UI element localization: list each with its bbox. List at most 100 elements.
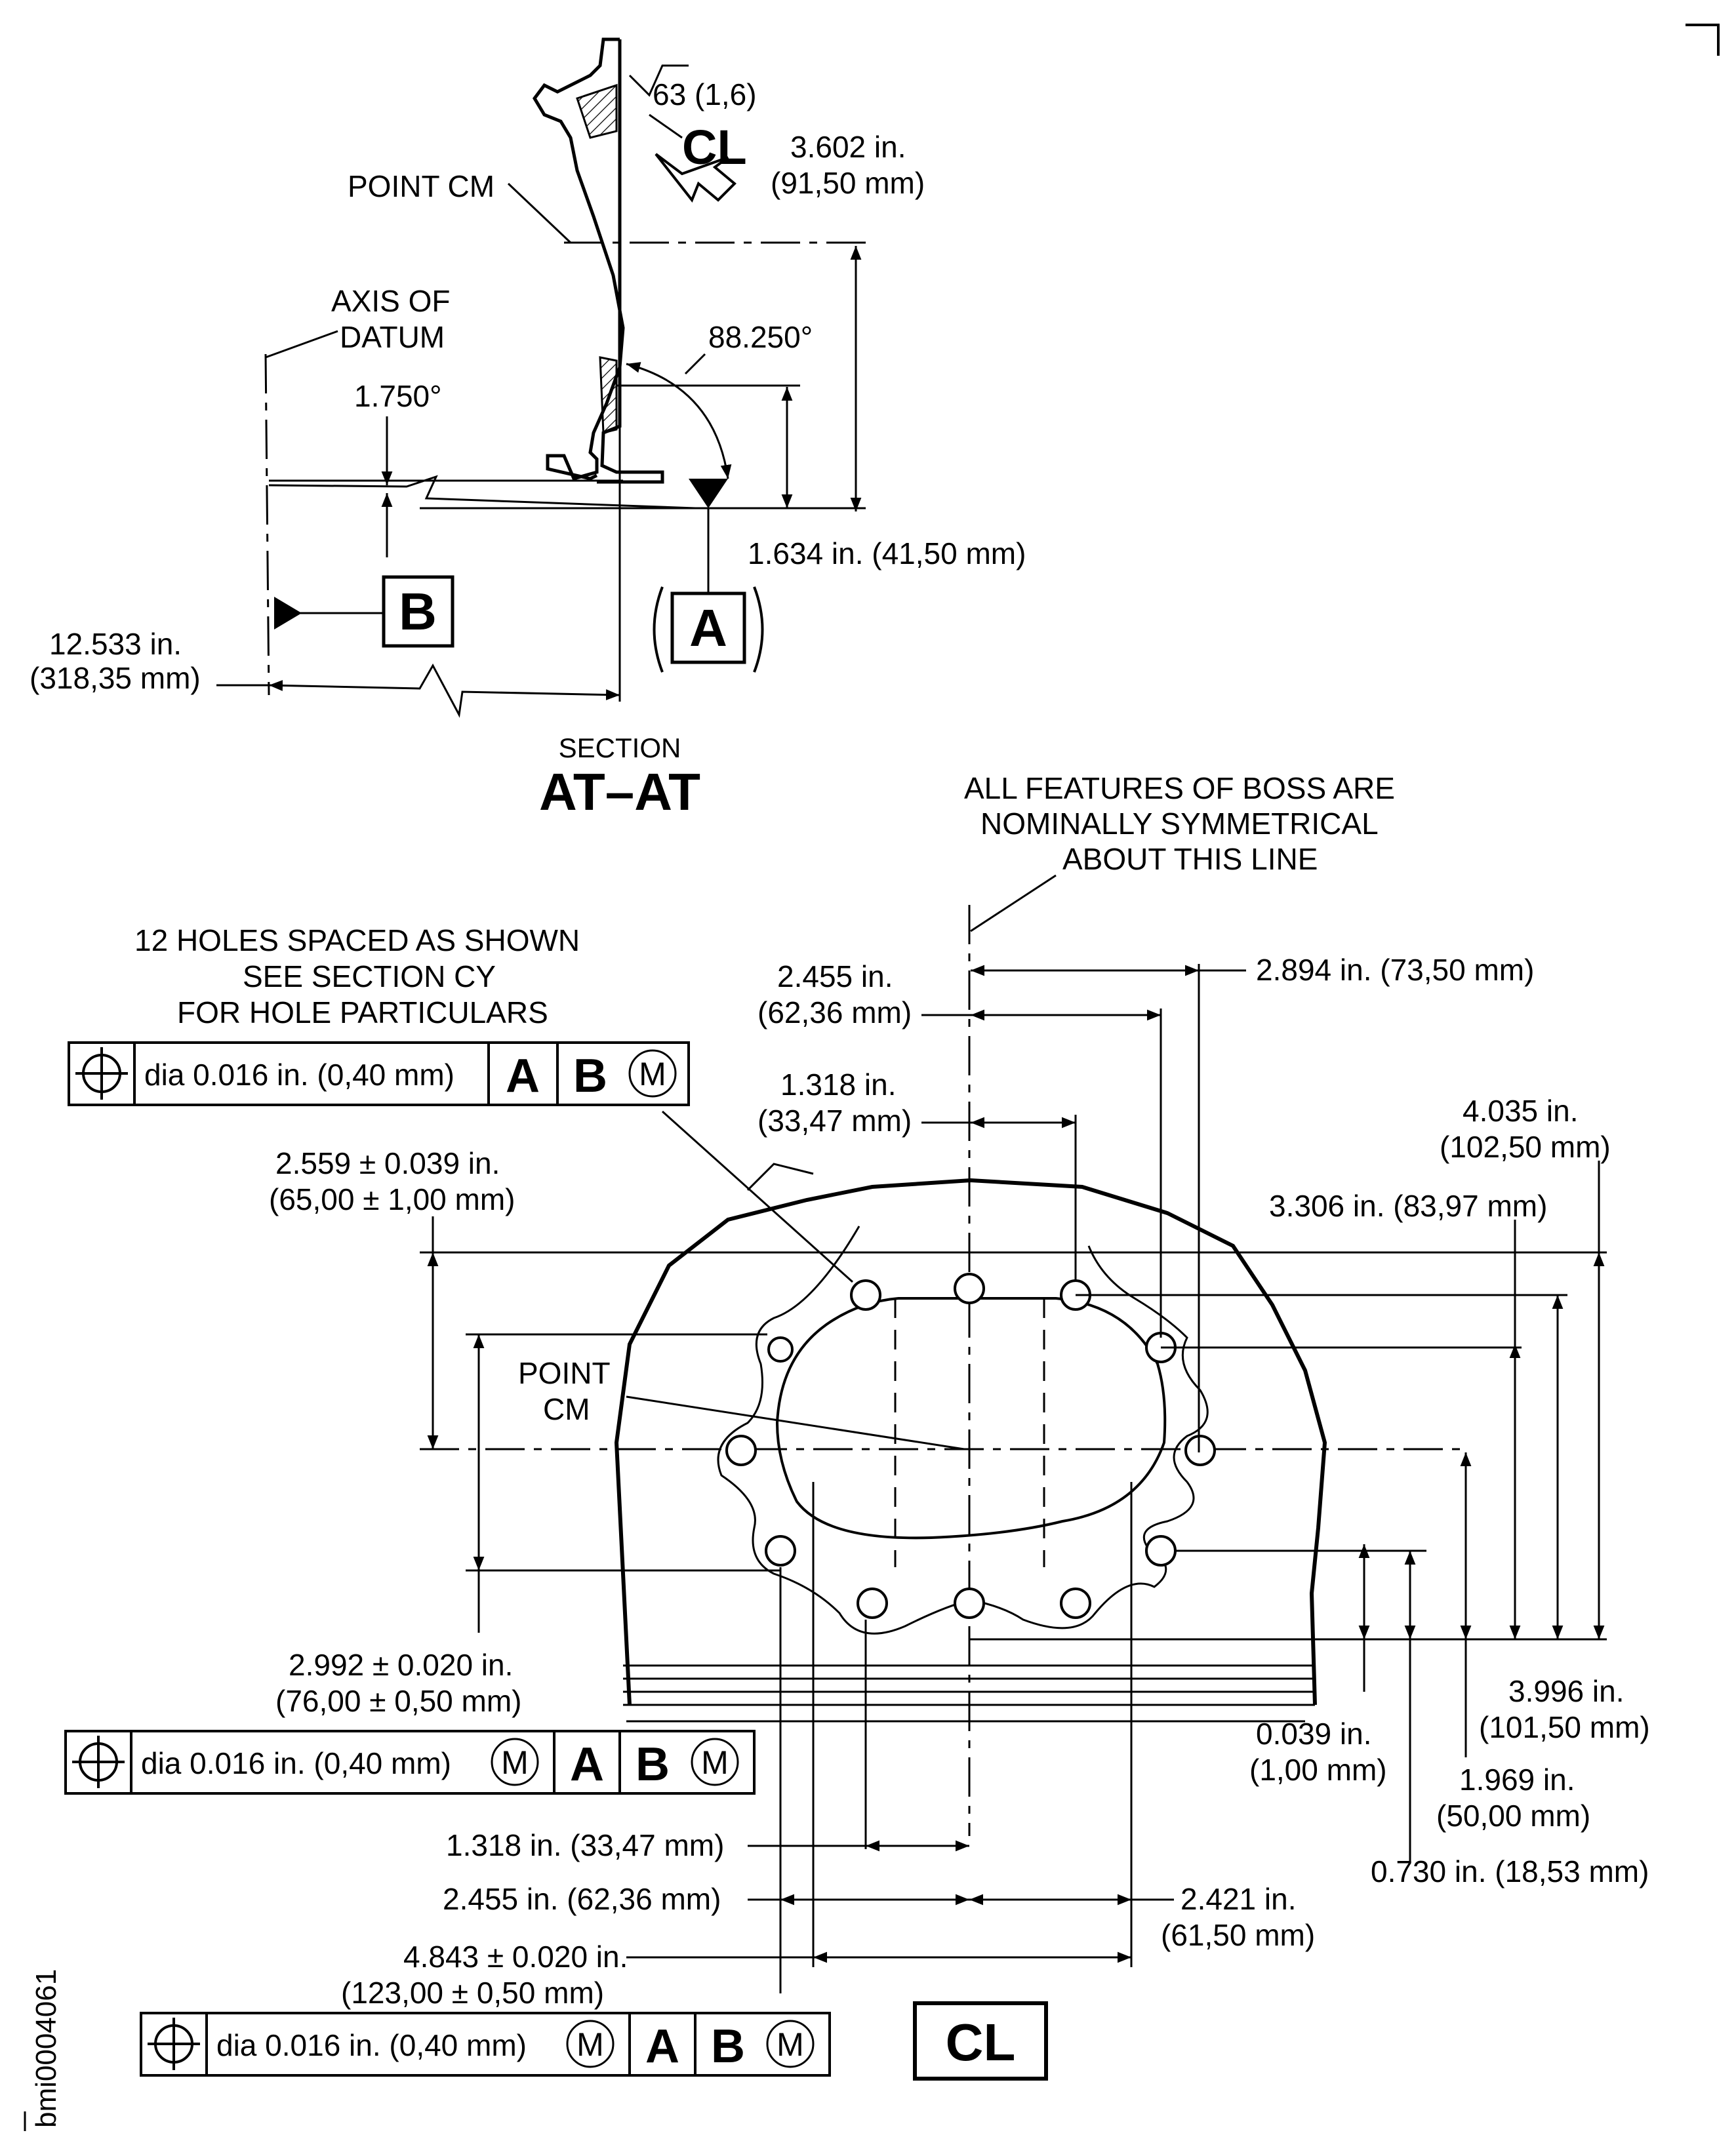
plan-view: ALL FEATURES OF BOSS ARE NOMINALLY SYMME… <box>134 771 1650 2081</box>
boss-outline <box>614 1178 1327 1706</box>
dim-3602-in: 3.602 in. <box>790 130 906 164</box>
fcf3-datum2-modifier: M <box>777 2026 804 2063</box>
drawing-id: bmi0004061 <box>30 1969 62 2128</box>
position-icon <box>75 1047 128 1100</box>
axis-of-datum-line <box>264 353 270 696</box>
angle-small-label: 1.750° <box>354 379 442 413</box>
fcf1-datum2: B <box>573 1050 607 1102</box>
dim-1318-top-in: 1.318 in. <box>780 1068 896 1102</box>
fcf2-modifier: M <box>501 1744 529 1781</box>
angle-large-label: 88.250° <box>708 320 813 354</box>
symmetry-note-line3: ABOUT THIS LINE <box>1062 842 1318 876</box>
hole <box>954 1273 985 1304</box>
dim-1969-in: 1.969 in. <box>1459 1763 1575 1797</box>
datum-a-triangle <box>689 479 728 508</box>
dim-4035-in: 4.035 in. <box>1463 1094 1578 1128</box>
inner-boss-boundary <box>717 1226 1209 1635</box>
dim-1969-mm: (50,00 mm) <box>1436 1799 1590 1833</box>
section-title-big: AT–AT <box>539 763 700 821</box>
angle-large-arc <box>626 362 732 479</box>
dim-1318-top-mm: (33,47 mm) <box>757 1104 912 1138</box>
dim-2559-mm: (65,00 ± 1,00 mm) <box>269 1182 515 1216</box>
dim-4843-in: 4.843 ± 0.020 in. <box>403 1940 628 1974</box>
feature-control-frame-2: dia 0.016 in. (0,40 mm) M A B M <box>64 1730 756 1795</box>
angle-leader <box>684 353 706 375</box>
point-cm-line1: POINT <box>518 1356 611 1390</box>
hole <box>954 1588 985 1619</box>
corner-mark <box>1686 24 1720 56</box>
surface-roughness-symbol <box>628 64 689 97</box>
dim-3306-label: 3.306 in. (83,97 mm) <box>1269 1189 1547 1223</box>
point-cm-line2: CM <box>543 1392 590 1426</box>
dim-3602-mm: (91,50 mm) <box>771 166 925 200</box>
fcf3-modifier: M <box>576 2026 604 2063</box>
hole <box>1184 1435 1216 1466</box>
fcf2-datum1: A <box>570 1738 604 1791</box>
dim-4843-mm: (123,00 ± 0,50 mm) <box>341 1976 604 2010</box>
section-at-at-view: 63 (1,6) CL POINT CM 3.602 in. (91,50 mm… <box>30 37 1026 821</box>
symmetry-leader <box>970 874 1057 932</box>
holes-note-line3: FOR HOLE PARTICULARS <box>177 995 548 1029</box>
fcf3-datum2: B <box>711 2020 745 2073</box>
fcf3-datum1: A <box>645 2020 679 2073</box>
symmetry-note-line1: ALL FEATURES OF BOSS ARE <box>964 771 1395 805</box>
boss-bottom-lines <box>623 1664 1315 1723</box>
fcf1-leader <box>661 1110 854 1283</box>
axis-of-datum-line2: DATUM <box>340 320 445 354</box>
hole <box>765 1535 796 1567</box>
dim-1318-bot: 1.318 in. (33,47 mm) <box>446 1828 724 1862</box>
hatched-section-top <box>576 83 618 139</box>
point-cm-label: POINT CM <box>348 169 495 203</box>
dim-12533-in: 12.533 in. <box>49 627 182 661</box>
hole <box>850 1279 881 1311</box>
cl-leader <box>649 113 683 139</box>
symmetry-note-line2: NOMINALLY SYMMETRICAL <box>980 807 1379 841</box>
hatched-section-lower <box>599 356 618 434</box>
datum-b-letter: B <box>399 582 437 641</box>
dim-12533-mm: (318,35 mm) <box>30 661 201 695</box>
dim-3996-mm: (101,50 mm) <box>1479 1710 1650 1744</box>
central-opening <box>775 1297 1167 1540</box>
datum-b-angled-line <box>268 475 696 509</box>
point-cm-leader <box>626 1395 965 1450</box>
cl-box-label: CL <box>946 2013 1016 2071</box>
dim-2421-in: 2.421 in. <box>1181 1882 1296 1916</box>
hole <box>1060 1588 1091 1619</box>
bolt-holes <box>725 1273 1216 1619</box>
roughness-label: 63 (1,6) <box>653 77 757 111</box>
section-title-small: SECTION <box>559 732 681 763</box>
fcf1-tolerance: dia 0.016 in. (0,40 mm) <box>144 1058 454 1092</box>
fcf2-datum2: B <box>636 1738 670 1791</box>
dim-4035-mm: (102,50 mm) <box>1440 1130 1611 1164</box>
datum-b-triangle <box>274 597 302 629</box>
dim-2455-bot: 2.455 in. (62,36 mm) <box>443 1882 721 1916</box>
holes-note-line1: 12 HOLES SPACED AS SHOWN <box>134 923 580 957</box>
holes-note-line2: SEE SECTION CY <box>243 959 496 993</box>
dim-2992-mm: (76,00 ± 0,50 mm) <box>275 1684 522 1718</box>
fcf1-datum2-modifier: M <box>639 1056 666 1092</box>
flange-profile <box>532 37 625 481</box>
dim-1634-label: 1.634 in. (41,50 mm) <box>748 536 1026 570</box>
datum-b-box <box>382 575 454 648</box>
datum-a-paren-left <box>653 586 664 673</box>
dim-2894-label: 2.894 in. (73,50 mm) <box>1256 953 1534 987</box>
fcf2-datum2-modifier: M <box>701 1744 729 1781</box>
dim-0730-label: 0.730 in. (18,53 mm) <box>1371 1854 1649 1888</box>
dim-12533-arrow <box>268 663 620 718</box>
dim-0039-mm: (1,00 mm) <box>1249 1753 1387 1787</box>
fcf3-tolerance: dia 0.016 in. (0,40 mm) <box>216 2028 527 2062</box>
axis-of-datum-leader <box>265 330 338 359</box>
dim-2455-top-mm: (62,36 mm) <box>757 995 912 1029</box>
feature-control-frame-3: dia 0.016 in. (0,40 mm) M A B M <box>140 2012 831 2077</box>
fcf2-tolerance: dia 0.016 in. (0,40 mm) <box>141 1746 451 1780</box>
dim-2992-in: 2.992 ± 0.020 in. <box>289 1648 513 1682</box>
datum-a-letter: A <box>689 599 727 657</box>
datum-a-paren-right <box>753 586 764 673</box>
cl-arrow <box>655 153 737 203</box>
dim-2455-top-in: 2.455 in. <box>777 959 893 993</box>
fcf1-weld-symbol <box>746 1163 814 1191</box>
hole <box>725 1435 757 1466</box>
dim-2559-in: 2.559 ± 0.039 in. <box>275 1146 500 1180</box>
position-icon <box>148 2018 200 2070</box>
